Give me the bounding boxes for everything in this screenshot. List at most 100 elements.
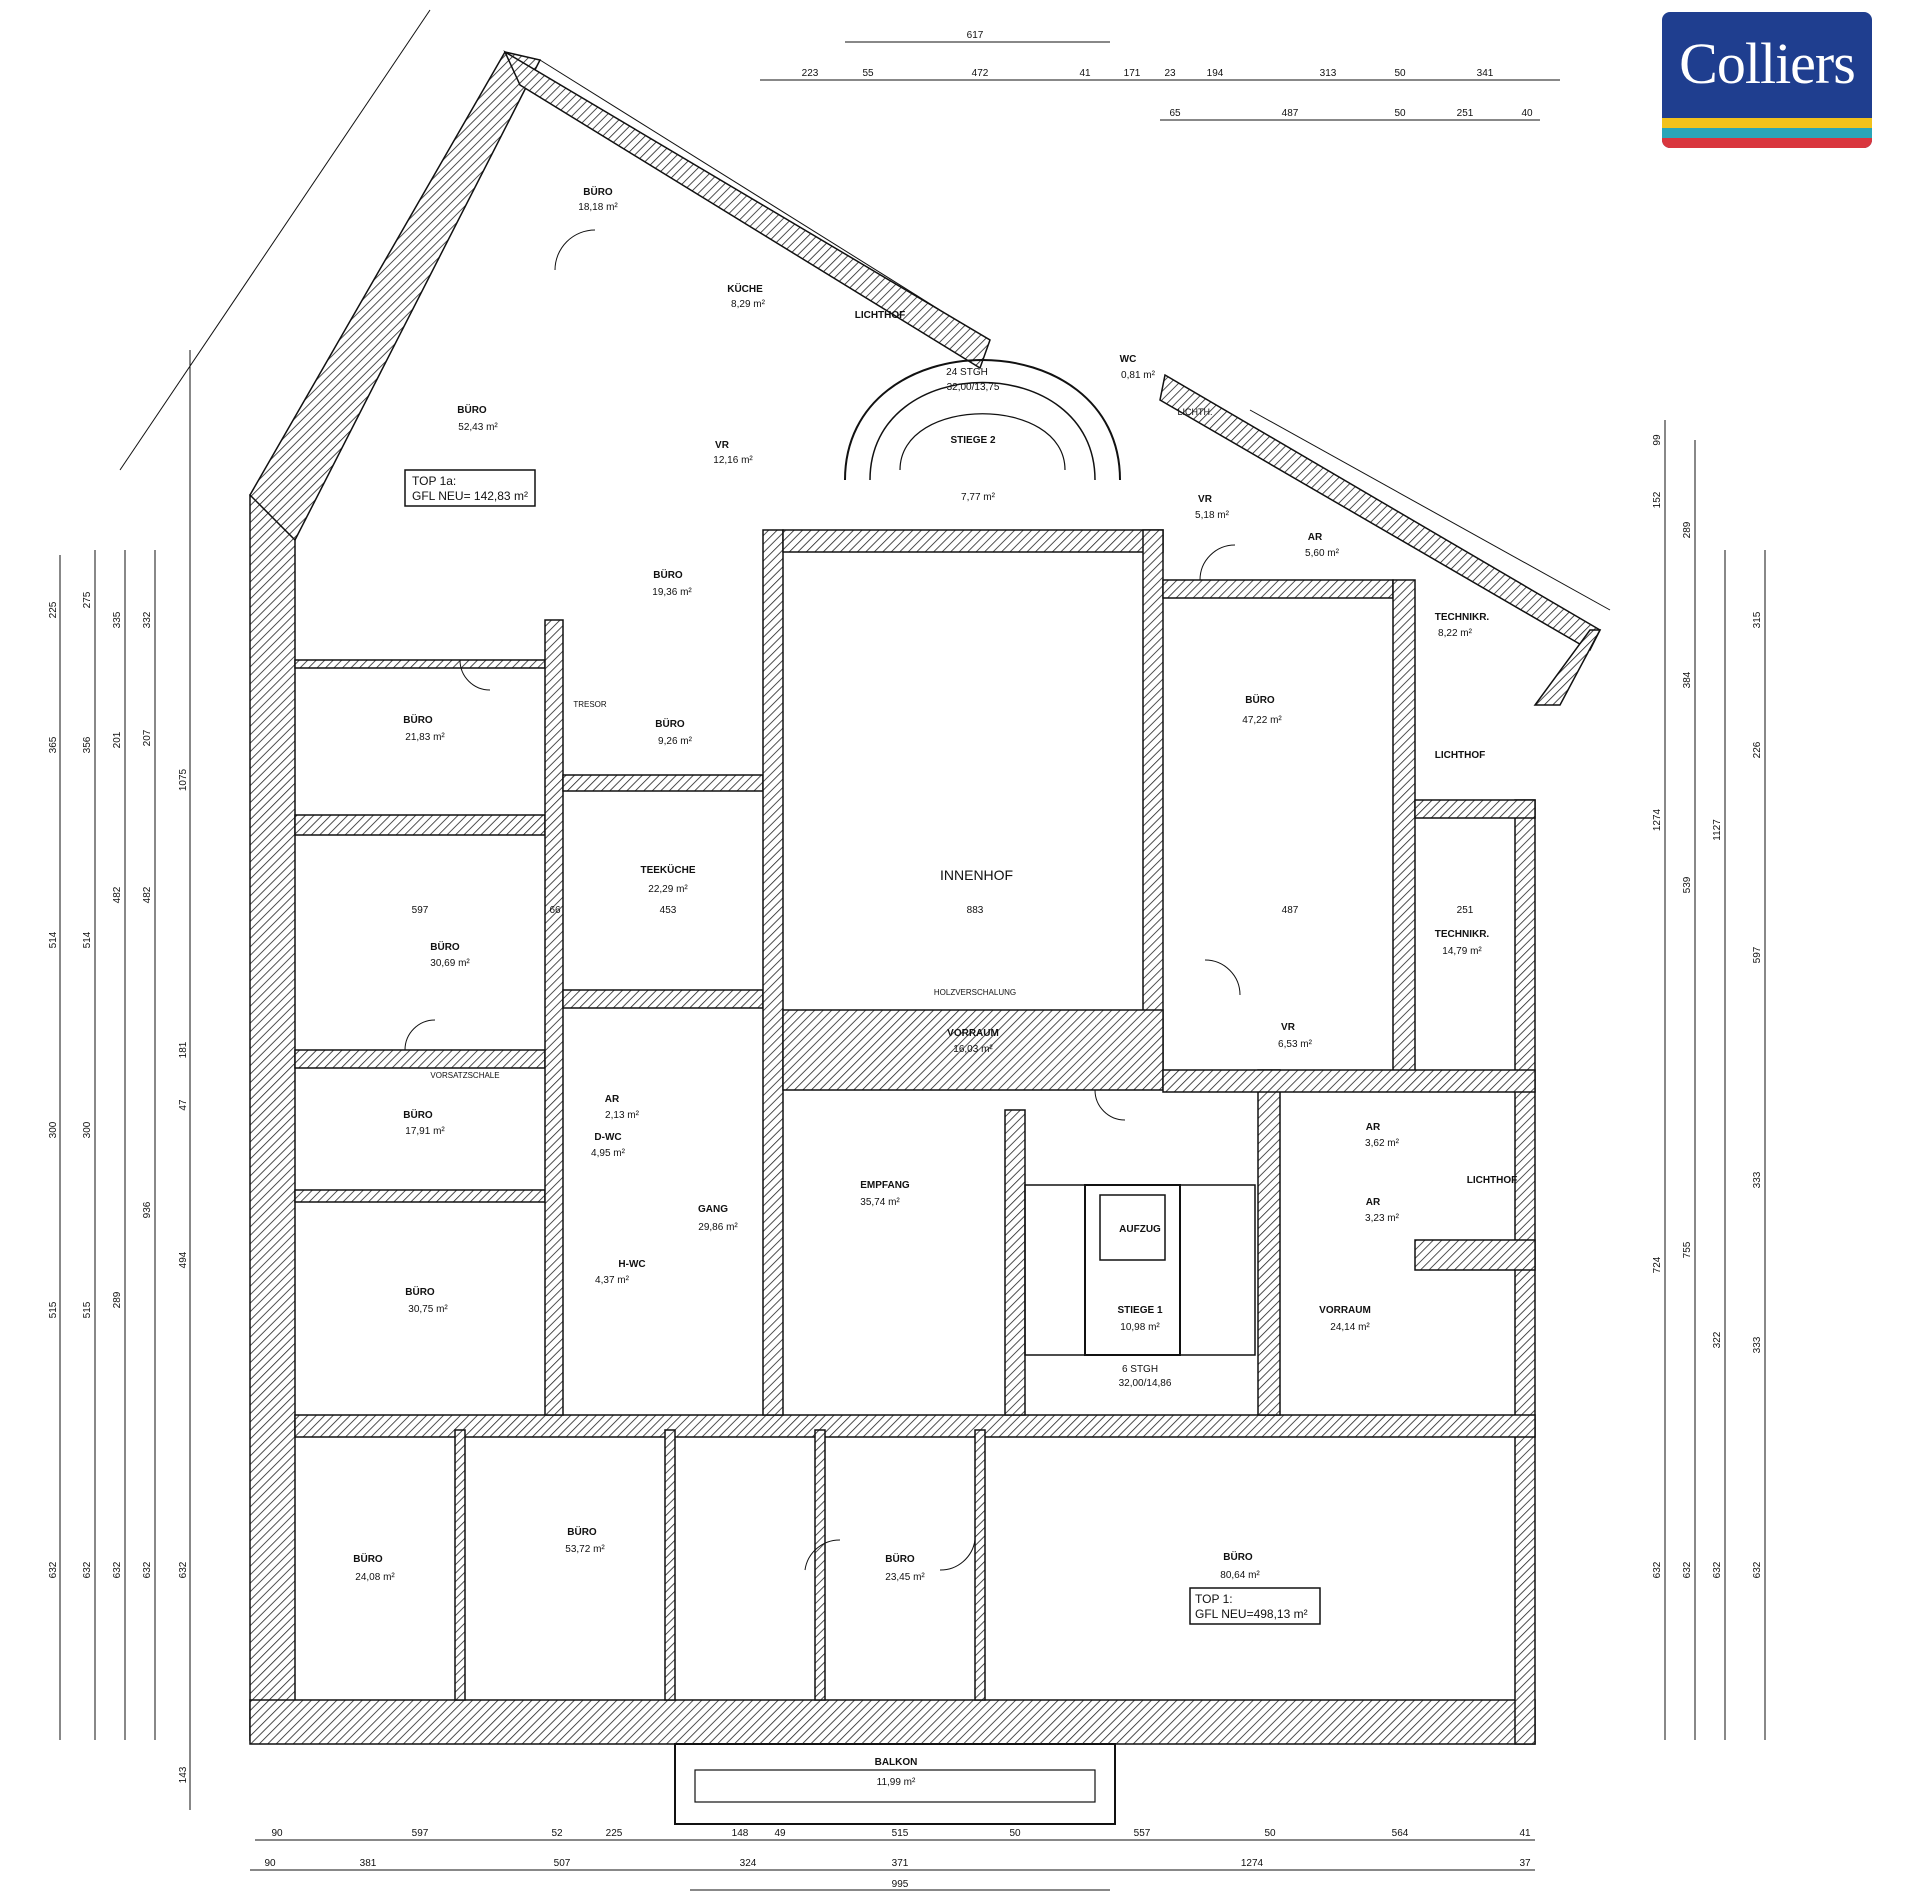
dim-label: 223 bbox=[802, 68, 819, 79]
room-area: 6,53 m² bbox=[1278, 1039, 1313, 1050]
dim-label: 324 bbox=[740, 1858, 757, 1869]
room-area: 3,23 m² bbox=[1365, 1213, 1400, 1224]
dim-label: 472 bbox=[972, 68, 989, 79]
dim-label: 181 bbox=[178, 1041, 189, 1058]
svg-text:LICHTH.: LICHTH. bbox=[1177, 407, 1212, 417]
dim-label: 487 bbox=[1282, 905, 1299, 916]
logo-wordmark: Colliers bbox=[1679, 31, 1856, 96]
room-area: 8,29 m² bbox=[731, 299, 766, 310]
dim-label: 539 bbox=[1682, 876, 1693, 893]
room-name: TECHNIKR. bbox=[1435, 612, 1490, 623]
room-name: VORRAUM bbox=[947, 1028, 999, 1039]
dim-label: 225 bbox=[606, 1828, 623, 1839]
room-name: H-WC bbox=[618, 1259, 645, 1270]
dim-label: 597 bbox=[412, 1828, 429, 1839]
dim-label: 341 bbox=[1477, 68, 1494, 79]
dim-label: 632 bbox=[1712, 1561, 1723, 1578]
room-area: 30,75 m² bbox=[408, 1304, 448, 1315]
svg-text:TRESOR: TRESOR bbox=[573, 700, 607, 709]
balcony bbox=[674, 1743, 1116, 1825]
room-area: 4,95 m² bbox=[591, 1148, 626, 1159]
dim-label: 482 bbox=[142, 886, 153, 903]
dim-label: 335 bbox=[112, 611, 123, 628]
room-name: BÜRO bbox=[457, 403, 487, 416]
room-name: AR bbox=[1366, 1197, 1381, 1208]
room-area: 16,03 m² bbox=[953, 1044, 993, 1055]
dim-label: 515 bbox=[892, 1828, 909, 1839]
dim-label: 99 bbox=[1652, 434, 1663, 446]
dim-label: 52 bbox=[551, 1828, 563, 1839]
room-area: 53,72 m² bbox=[565, 1544, 605, 1555]
dim-label: 143 bbox=[178, 1766, 189, 1783]
svg-text:32,00/14,86: 32,00/14,86 bbox=[1119, 1378, 1172, 1389]
right-dimension-labels: 99 152 289 315 1274 384 226 539 1127 597… bbox=[1652, 434, 1763, 1578]
dim-label: 171 bbox=[1124, 68, 1141, 79]
room-labels: BÜRO 18,18 m² KÜCHE 8,29 m² LICHTHOF STI… bbox=[353, 185, 1517, 1788]
room-name: KÜCHE bbox=[727, 282, 763, 295]
room-area: 17,91 m² bbox=[405, 1126, 445, 1137]
room-name: AR bbox=[1366, 1122, 1381, 1133]
dim-label: 37 bbox=[1519, 1858, 1531, 1869]
svg-text:TOP 1a:: TOP 1a: bbox=[412, 474, 456, 488]
room-name: BÜRO bbox=[1245, 693, 1275, 706]
svg-text:GFL NEU=498,13 m²: GFL NEU=498,13 m² bbox=[1195, 1607, 1308, 1621]
dim-label: 49 bbox=[774, 1828, 786, 1839]
room-area: 12,16 m² bbox=[713, 455, 753, 466]
dim-label: 1075 bbox=[178, 768, 189, 791]
dim-label: 632 bbox=[1652, 1561, 1663, 1578]
stair-2 bbox=[844, 359, 1121, 481]
dim-label: 148 bbox=[732, 1828, 749, 1839]
dim-label: 300 bbox=[48, 1121, 59, 1138]
room-name: VORRAUM bbox=[1319, 1305, 1371, 1316]
dim-label: 632 bbox=[82, 1561, 93, 1578]
logo-stripe-yellow bbox=[1662, 118, 1872, 128]
dim-label: 507 bbox=[554, 1858, 571, 1869]
dim-label: 300 bbox=[82, 1121, 93, 1138]
top-1-box: TOP 1: GFL NEU=498,13 m² bbox=[1189, 1587, 1321, 1625]
room-area: 35,74 m² bbox=[860, 1197, 900, 1208]
dim-label: 201 bbox=[112, 731, 123, 748]
room-name: AR bbox=[1308, 532, 1323, 543]
dim-label: 487 bbox=[1282, 108, 1299, 119]
dimension-labels: 617 223 55 472 41 171 23 194 313 50 341 … bbox=[264, 30, 1533, 1890]
dim-label: 207 bbox=[142, 729, 153, 746]
dim-label: 1127 bbox=[1712, 819, 1723, 841]
svg-text:VORSATZSCHALE: VORSATZSCHALE bbox=[430, 1071, 499, 1080]
dim-label: 50 bbox=[1394, 108, 1406, 119]
dim-label: 275 bbox=[82, 591, 93, 608]
room-area: 29,86 m² bbox=[698, 1222, 738, 1233]
dim-label: 47 bbox=[178, 1099, 189, 1111]
room-area: 10,98 m² bbox=[1120, 1322, 1160, 1333]
svg-text:32,00/13,75: 32,00/13,75 bbox=[947, 382, 1000, 393]
svg-text:HOLZVERSCHALUNG: HOLZVERSCHALUNG bbox=[934, 988, 1016, 997]
dim-label: 883 bbox=[967, 905, 984, 916]
room-name: AR bbox=[605, 1094, 620, 1105]
dim-label: 371 bbox=[892, 1858, 909, 1869]
room-area: 4,37 m² bbox=[595, 1275, 630, 1286]
dim-label: 597 bbox=[412, 905, 429, 916]
room-area: 0,81 m² bbox=[1121, 370, 1156, 381]
logo-stripes bbox=[1662, 118, 1872, 148]
dim-label: 557 bbox=[1134, 1828, 1151, 1839]
room-area: 8,22 m² bbox=[1438, 628, 1473, 639]
dim-label: 194 bbox=[1207, 68, 1224, 79]
room-name: GANG bbox=[698, 1204, 728, 1215]
door-swings bbox=[404, 229, 1241, 1571]
svg-text:TOP 1:: TOP 1: bbox=[1195, 1592, 1233, 1606]
left-dimension-labels: 225 275 335 332 365 356 201 207 1075 514… bbox=[48, 591, 189, 1783]
dim-label: 90 bbox=[264, 1858, 276, 1869]
logo-stripe-teal bbox=[1662, 128, 1872, 138]
dim-label: 333 bbox=[1752, 1336, 1763, 1353]
dim-label: 41 bbox=[1079, 68, 1091, 79]
room-name: VR bbox=[715, 440, 730, 451]
dim-label: 251 bbox=[1457, 905, 1474, 916]
dim-label: 40 bbox=[1521, 108, 1533, 119]
dimension-lines bbox=[59, 9, 1766, 1891]
dim-label: 226 bbox=[1752, 741, 1763, 758]
dim-label: 632 bbox=[142, 1561, 153, 1578]
dim-label: 332 bbox=[142, 611, 153, 628]
dim-label: 1274 bbox=[1241, 1858, 1264, 1869]
dim-label: 356 bbox=[82, 736, 93, 753]
room-name: BÜRO bbox=[353, 1552, 383, 1565]
